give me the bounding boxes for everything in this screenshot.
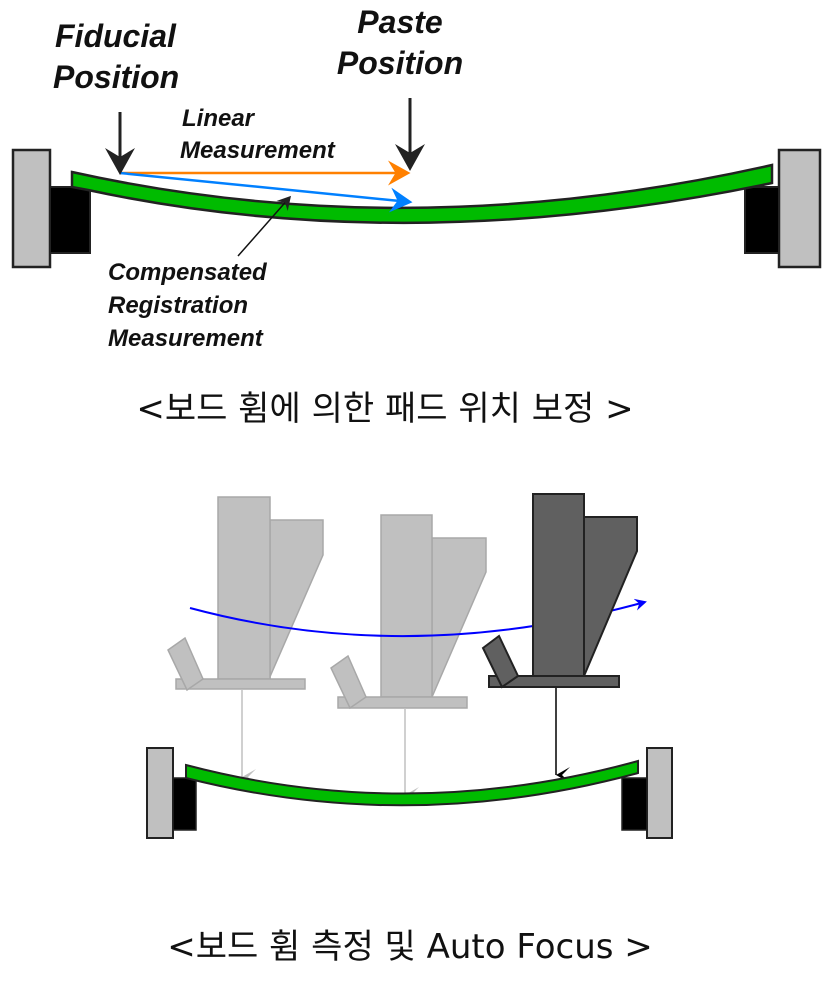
- right-support-block: [621, 777, 648, 831]
- linear-label-line1: Linear: [182, 105, 256, 132]
- fiducial-label-line2: Position: [53, 59, 179, 95]
- top-caption: <보드 휨에 의한 패드 위치 보정 >: [136, 389, 633, 429]
- bottom-diagram: <보드 휨 측정 및 Auto Focus >: [146, 493, 673, 967]
- linear-label-line2: Measurement: [180, 137, 336, 164]
- compensated-measurement-arrow: [119, 171, 413, 213]
- paste-label-line1: Paste: [357, 4, 442, 40]
- inspection-head-ghost-1: [167, 496, 324, 692]
- fiducial-label-line1: Fiducial: [55, 18, 177, 54]
- left-support-block: [49, 186, 91, 254]
- right-clamp: [777, 148, 822, 269]
- compensated-pointer-arrow: [237, 195, 291, 257]
- bottom-caption: <보드 휨 측정 및 Auto Focus >: [167, 927, 653, 967]
- compensated-label-line2: Registration: [108, 292, 248, 319]
- top-diagram: Fiducial Position Paste Position Linear …: [11, 4, 822, 429]
- paste-label-line2: Position: [337, 45, 463, 81]
- compensated-label-line3: Measurement: [108, 325, 264, 352]
- right-support-block: [744, 186, 780, 254]
- warped-board: [70, 163, 774, 225]
- left-clamp: [146, 747, 174, 839]
- inspection-head-ghost-2: [330, 514, 487, 710]
- compensated-label-line1: Compensated: [108, 259, 268, 286]
- left-support-block: [172, 777, 197, 831]
- left-clamp: [11, 148, 52, 269]
- right-clamp: [646, 747, 673, 839]
- warped-board: [185, 759, 639, 807]
- inspection-head-active: [481, 493, 638, 689]
